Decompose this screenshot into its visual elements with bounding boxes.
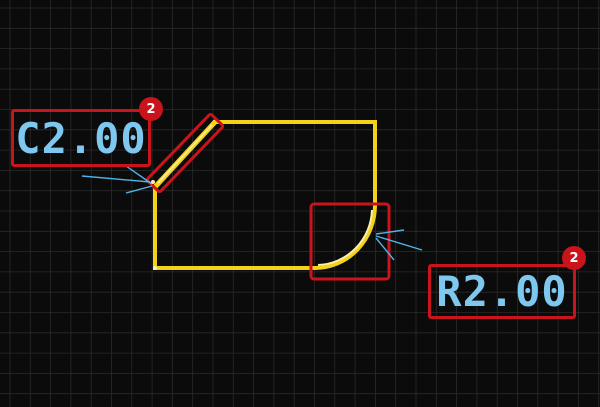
corner-marker [153,266,157,270]
fillet-highlight-box [309,202,391,281]
chamfer-edge-inner [157,124,213,184]
chamfer-leader-lines [81,165,153,194]
chamfer-dimension-label[interactable]: C2.00 [11,109,151,167]
shape-outline[interactable] [153,120,377,270]
corner-marker [151,180,155,184]
fillet-count-text: 2 [569,250,579,266]
fillet-arc[interactable] [314,204,377,270]
fillet-dimension-text: R2.00 [436,267,568,316]
chamfer-count-badge: 2 [139,97,163,121]
fillet-dimension-label[interactable]: R2.00 [428,264,576,319]
chamfer-highlight-box [145,112,225,194]
chamfer-count-text: 2 [146,101,156,117]
fillet-count-badge: 2 [562,246,586,270]
fillet-arc-highlight [317,209,373,266]
fillet-leader-lines [375,229,423,261]
chamfer-dimension-text: C2.00 [15,113,147,163]
